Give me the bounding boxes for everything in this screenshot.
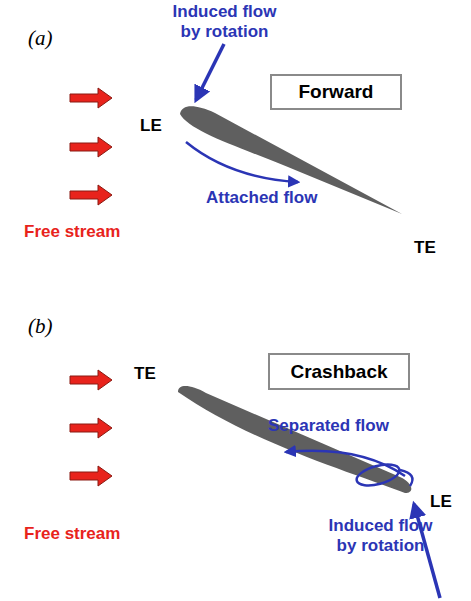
- flow-label: Separated flow: [268, 416, 389, 436]
- edge-label: LE: [430, 492, 452, 512]
- stream-label: Free stream: [24, 524, 120, 544]
- panel-label: (b): [28, 314, 53, 338]
- edge-label: TE: [414, 238, 436, 258]
- airfoil: [180, 106, 402, 214]
- edge-label: LE: [140, 116, 162, 136]
- airfoil: [178, 386, 411, 493]
- flow-label: Attached flow: [206, 188, 317, 208]
- flow-label: Induced flow by rotation: [318, 516, 443, 555]
- stream-label: Free stream: [24, 222, 120, 242]
- mode-box: Forward: [270, 74, 402, 110]
- mode-title: Crashback: [290, 361, 387, 383]
- mode-box: Crashback: [268, 353, 410, 390]
- vortex-tail: [400, 470, 412, 486]
- free-stream-arrows: [70, 88, 112, 486]
- edge-label: TE: [134, 364, 156, 384]
- panel-label: (a): [28, 26, 53, 50]
- induced-flow-arrow: [196, 44, 224, 100]
- mode-title: Forward: [299, 81, 374, 103]
- flow-label: Induced flow by rotation: [162, 2, 287, 41]
- attached-flow-arrow: [186, 142, 298, 182]
- separation-vortex: [354, 461, 401, 490]
